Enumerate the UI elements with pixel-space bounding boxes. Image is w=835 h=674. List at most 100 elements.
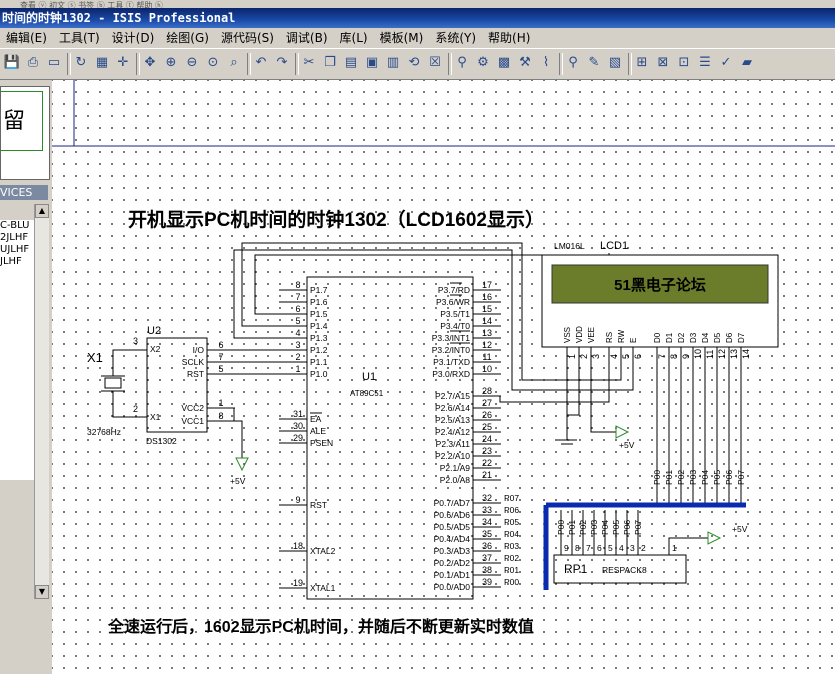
menu-item-3[interactable]: 绘图(G) [166, 31, 209, 45]
zoom-out-icon[interactable]: ⊖ [186, 55, 198, 70]
block-copy-icon[interactable]: ▣ [365, 55, 379, 70]
u1-pin-num: 29 [293, 433, 303, 443]
device-item[interactable]: JLHF [0, 256, 22, 267]
toolbar-separator [448, 53, 452, 75]
menu-item-0[interactable]: 编辑(E) [6, 31, 47, 45]
u1-pin-name: P1.3 [310, 333, 328, 343]
make-device-icon[interactable]: ⚙ [477, 55, 489, 70]
u2-pin-name: I/O [193, 345, 205, 355]
device-item[interactable]: UJLHF [0, 244, 30, 255]
lcd-net-label: P05 [712, 470, 722, 485]
paste-icon[interactable]: ▤ [344, 55, 358, 70]
page-icon[interactable]: ▭ [47, 55, 61, 70]
goto-sheet-icon[interactable]: ⊡ [678, 55, 690, 70]
menu-item-7[interactable]: 模板(M) [379, 31, 424, 45]
device-item[interactable]: C-BLU [0, 220, 30, 231]
lcd-pin-name: D4 [701, 332, 710, 343]
u1-net-label: P00 [504, 577, 519, 587]
lcd-pin-num: 14 [741, 349, 751, 359]
delete-sheet-icon[interactable]: ⊠ [657, 55, 669, 70]
block-move-icon[interactable]: ▥ [386, 55, 400, 70]
pick-device-icon[interactable]: ⚲ [457, 55, 467, 70]
lcd-vee-wire [590, 377, 616, 433]
pan-icon[interactable]: ✥ [144, 55, 156, 70]
devices-header: VICES [0, 185, 48, 200]
u1-pin-num: 36 [482, 541, 492, 551]
u2-vcc-wire [233, 407, 235, 421]
lcd-rs-wire [254, 253, 610, 315]
cut-icon[interactable]: ✂ [303, 55, 315, 70]
toolbar: 💾 ⎙ ▭ ↻ ▦ ✛ ✥ ⊕ ⊖ ⊙ ⌕ ↶ ↷ ✂ ❐ ▤ ▣ ▥ ⟲ ☒ ⚲ ⚙ ▩ ⚒ ⌇ ⚲ ✎ ▧ ⊞ ⊠ ⊡ ☰ ✓ ▰ [0, 49, 835, 80]
rp1-pin-num: 7 [586, 543, 591, 553]
rp1-pin-num: 5 [608, 543, 613, 553]
scroll-up-icon[interactable]: ▲ [35, 204, 49, 218]
zoom-in-icon[interactable]: ⊕ [165, 55, 177, 70]
package-icon[interactable]: ▩ [497, 55, 511, 70]
devices-scrollbar[interactable]: ▲ ▼ [34, 204, 49, 599]
zoom-area-icon[interactable]: ⌕ [230, 55, 238, 70]
scroll-down-icon[interactable]: ▼ [35, 585, 49, 599]
crystal-freq: 32768Hz [87, 427, 121, 437]
lcd-pin-num: 5 [621, 354, 631, 359]
decompose-icon[interactable]: ⚒ [519, 55, 531, 70]
wire-autoroute-icon[interactable]: ⌇ [542, 55, 550, 70]
design-explorer-icon[interactable]: ▧ [608, 55, 622, 70]
menu-item-8[interactable]: 系统(Y) [435, 31, 477, 45]
u1-pin-name: P3.0/RXD [432, 369, 470, 379]
lcd-net-label: P06 [724, 470, 734, 485]
lcd-net-label: P07 [736, 470, 746, 485]
toolbar-separator [295, 53, 299, 75]
grid-icon[interactable]: ▦ [95, 55, 109, 70]
lcd-pin-num: 3 [591, 354, 601, 359]
u1-pin-num: 25 [482, 422, 492, 432]
origin-icon[interactable]: ✛ [117, 55, 129, 70]
u1-pin-num: 23 [482, 446, 492, 456]
overview-view-box [0, 91, 43, 151]
save-icon[interactable]: 💾 [3, 55, 21, 70]
u2-pin-num: 5 [218, 364, 223, 374]
lcd-text: 51黑电子论坛 [614, 276, 706, 294]
new-sheet-icon[interactable]: ⊞ [636, 55, 648, 70]
menu-item-1[interactable]: 工具(T) [58, 31, 100, 45]
device-item[interactable]: 2JLHF [0, 232, 29, 243]
menu-item-9[interactable]: 帮助(H) [488, 31, 531, 45]
search-icon[interactable]: ⚲ [568, 55, 578, 70]
menu-item-5[interactable]: 调试(B) [285, 31, 328, 45]
lcd-pin-num: 1 [567, 354, 577, 359]
u1-pin-name: XTAL1 [310, 583, 336, 593]
u1-pin-num: 6 [295, 304, 300, 314]
rp1-pin-num: 8 [575, 543, 580, 553]
erc-icon[interactable]: ✓ [720, 55, 732, 70]
property-tool-icon[interactable]: ✎ [588, 55, 600, 70]
rp1-power-icon [707, 531, 722, 545]
u1-net-label: P06 [504, 505, 519, 515]
u1-body [306, 276, 474, 600]
footer-note: 全速运行后，1602显示PC机时间，并随后不断更新实时数值 [107, 617, 534, 636]
u2-vcc-wire [235, 420, 243, 458]
refresh-icon[interactable]: ↻ [75, 55, 87, 70]
u1-pin-name: P3.5/T1 [440, 309, 470, 319]
redo-icon[interactable]: ↷ [276, 55, 288, 70]
bom-icon[interactable]: ☰ [699, 55, 711, 70]
x1-ref: X1 [87, 350, 103, 365]
undo-icon[interactable]: ↶ [255, 55, 267, 70]
menu-item-6[interactable]: 库(L) [339, 31, 368, 45]
menu-item-4[interactable]: 源代码(S) [220, 31, 274, 45]
ares-icon[interactable]: ▰ [742, 55, 752, 70]
copy-icon[interactable]: ❐ [324, 55, 336, 70]
zoom-all-icon[interactable]: ⊙ [207, 55, 219, 70]
u1-pin-name: PSEN [310, 438, 333, 448]
rp1-net-label: P06 [622, 520, 632, 535]
lcd-pin-name: D7 [737, 332, 746, 343]
rp1-net-label: P07 [633, 520, 643, 535]
block-rotate-icon[interactable]: ⟲ [408, 55, 420, 70]
u1-pin-num: 39 [482, 577, 492, 587]
block-delete-icon[interactable]: ☒ [429, 55, 441, 70]
overview-window[interactable]: 留 [0, 86, 50, 180]
menu-item-2[interactable]: 设计(D) [111, 31, 155, 45]
print-icon[interactable]: ⎙ [27, 55, 39, 70]
u1-pin-name: P2.5/A13 [435, 415, 470, 425]
u1-pin-num: 38 [482, 565, 492, 575]
